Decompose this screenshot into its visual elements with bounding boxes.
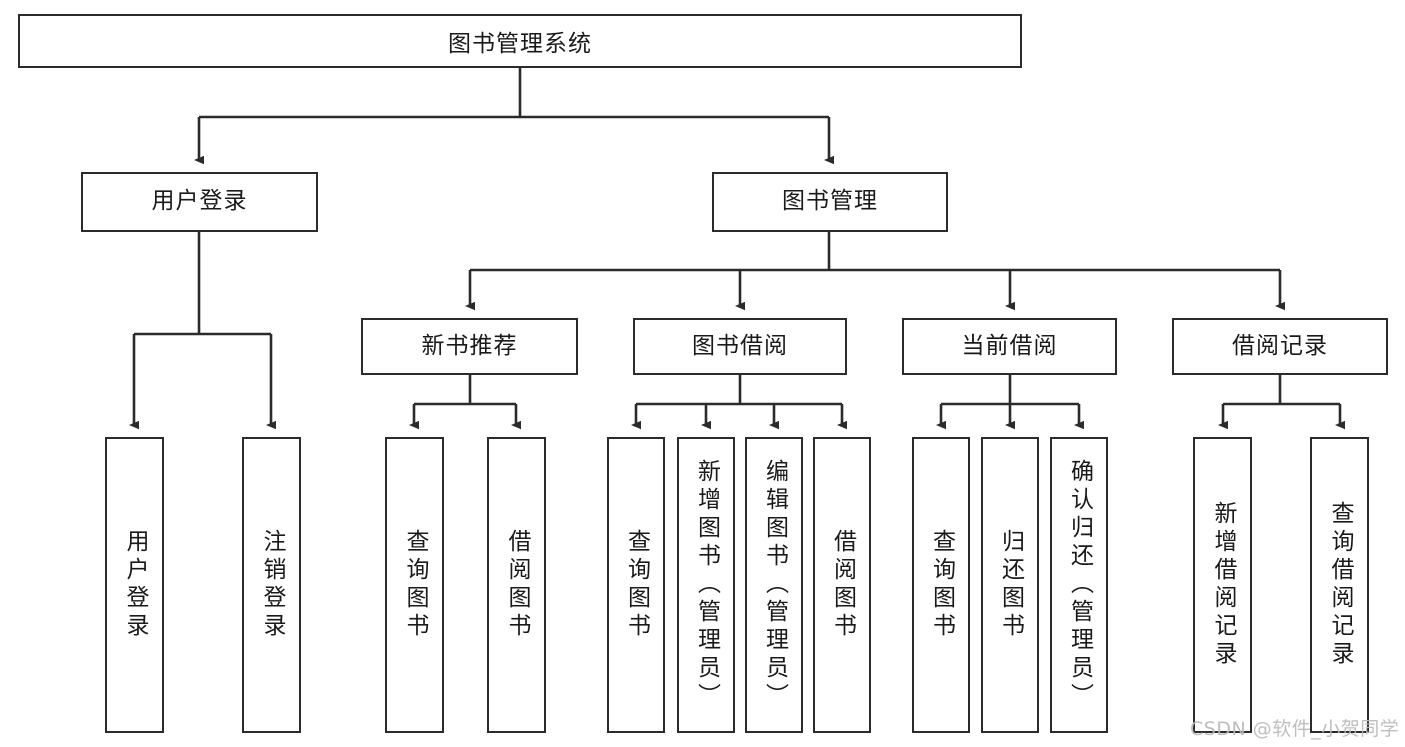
leaf-borrow-add-book-admin[interactable]: 新增图书（管理员）: [677, 437, 735, 733]
node-label: 确认归还（管理员）: [1066, 459, 1093, 711]
node-book-borrow[interactable]: 图书借阅: [633, 318, 847, 375]
node-label: 新增图书（管理员）: [693, 459, 720, 711]
node-new-book-recommend[interactable]: 新书推荐: [361, 318, 578, 375]
leaf-current-return-book[interactable]: 归还图书: [981, 437, 1039, 733]
node-label: 编辑图书（管理员）: [761, 459, 788, 711]
node-current-borrow[interactable]: 当前借阅: [902, 318, 1117, 375]
node-label: 借阅记录: [1232, 332, 1328, 359]
watermark-text: CSDN @软件_小贺同学: [1190, 718, 1400, 740]
node-label: 归还图书: [997, 529, 1024, 641]
node-label: 查询借阅记录: [1327, 501, 1353, 669]
leaf-current-confirm-return-admin[interactable]: 确认归还（管理员）: [1050, 437, 1108, 733]
node-label: 图书管理: [782, 188, 878, 215]
node-label: 借阅图书: [829, 529, 856, 641]
node-label: 注销登录: [259, 529, 285, 641]
node-label: 借阅图书: [504, 529, 530, 641]
node-label: 用户登录: [151, 188, 248, 215]
leaf-user-login-login[interactable]: 用户登录: [105, 437, 164, 733]
node-label: 图书管理系统: [448, 31, 592, 57]
leaf-new-book-query[interactable]: 查询图书: [385, 437, 444, 733]
leaf-current-query-book[interactable]: 查询图书: [912, 437, 970, 733]
node-root-system[interactable]: 图书管理系统: [18, 14, 1022, 68]
node-borrow-record[interactable]: 借阅记录: [1172, 318, 1388, 375]
leaf-borrow-borrow-book[interactable]: 借阅图书: [813, 437, 871, 733]
leaf-borrow-query-book[interactable]: 查询图书: [607, 437, 665, 733]
node-label: 查询图书: [928, 529, 955, 641]
leaf-new-book-borrow[interactable]: 借阅图书: [487, 437, 546, 733]
leaf-borrow-edit-book-admin[interactable]: 编辑图书（管理员）: [745, 437, 803, 733]
leaf-user-login-logout[interactable]: 注销登录: [242, 437, 301, 733]
node-label: 新增借阅记录: [1210, 501, 1236, 669]
node-user-login[interactable]: 用户登录: [81, 172, 318, 232]
leaf-record-query-record[interactable]: 查询借阅记录: [1310, 437, 1369, 733]
node-label: 用户登录: [122, 529, 148, 641]
node-label: 查询图书: [623, 529, 650, 641]
node-label: 查询图书: [402, 529, 428, 641]
leaf-record-add-record[interactable]: 新增借阅记录: [1193, 437, 1252, 733]
node-book-management[interactable]: 图书管理: [712, 172, 948, 232]
node-label: 新书推荐: [421, 332, 518, 359]
node-label: 当前借阅: [961, 332, 1058, 359]
node-label: 图书借阅: [692, 332, 788, 359]
